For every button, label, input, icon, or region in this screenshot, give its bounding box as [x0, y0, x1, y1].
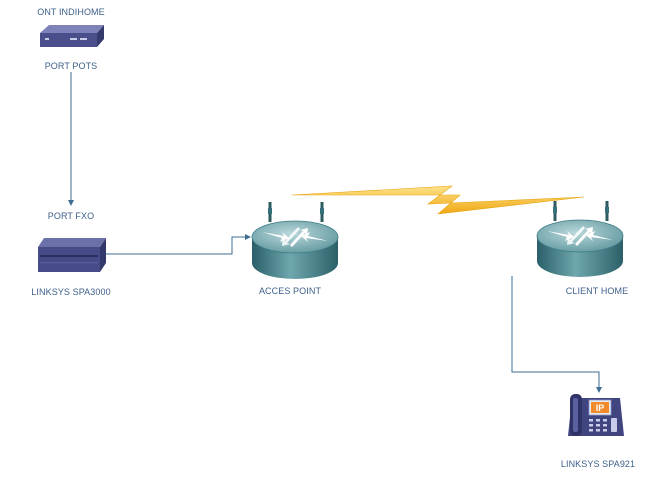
modem-icon[interactable] [40, 25, 104, 47]
access-point-label: ACCES POINT [258, 286, 322, 296]
wireless-router-icon[interactable] [251, 202, 339, 279]
lightning-bolt-icon [291, 185, 585, 215]
client-home-label: CLIENT HOME [565, 286, 629, 296]
connections [68, 72, 602, 393]
link-spa3000-to-access-point [106, 234, 251, 255]
port-pots-label: PORT POTS [44, 61, 98, 71]
port-fxo-label: PORT FXO [47, 211, 95, 221]
spa921-label: LINKSYS SPA921 [560, 459, 636, 469]
voip-gateway-icon[interactable] [38, 238, 106, 272]
wireless-router-icon[interactable] [536, 201, 624, 277]
ont-label: ONT INDIHOME [37, 7, 105, 17]
spa3000-label: LINKSYS SPA3000 [31, 287, 111, 297]
ip-badge: IP [596, 403, 605, 413]
link-client-to-spa921 [511, 276, 602, 393]
ip-phone-icon[interactable]: IP [568, 394, 624, 436]
